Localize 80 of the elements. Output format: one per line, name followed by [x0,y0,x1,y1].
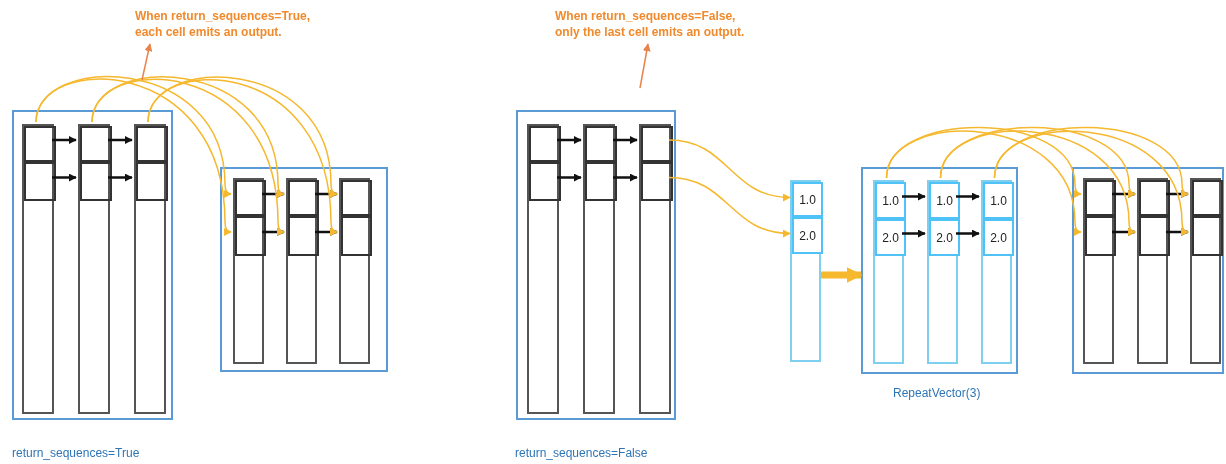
timestep-column [873,180,904,364]
timestep-column [22,124,54,414]
unit-cell [585,162,617,201]
timestep-column [639,124,671,414]
curved-arrow [35,78,232,236]
curved-arrow [91,78,285,236]
timestep-column [233,178,264,364]
timestep-column [78,124,110,414]
unit-cell [235,180,266,216]
arrow [108,136,133,144]
unit-cell [288,216,319,256]
unit-cell [341,180,372,216]
pointer-arrow [639,43,651,89]
timestep-column [286,178,317,364]
arrow [108,173,133,182]
value-cell: 2.0 [929,219,960,256]
value-cell: 2.0 [983,219,1014,256]
unit-cell [24,162,56,201]
timestep-column [583,124,615,414]
unit-cell [288,180,319,216]
unit-cell [1085,216,1116,256]
unit-cell [136,162,168,201]
unit-cell [641,126,673,162]
timestep-column [981,180,1012,364]
value-cell: 2.0 [875,219,906,256]
timestep-column [1083,178,1114,364]
value-cell: 1.0 [792,182,823,217]
value-cell: 1.0 [983,182,1014,219]
unit-cell [80,162,112,201]
value-cell: 2.0 [792,217,823,254]
timestep-column [1190,178,1221,364]
unit-cell [1139,216,1170,256]
unit-cell [529,126,561,162]
layer-box [516,110,676,420]
pointer-arrow [141,43,153,81]
arrow [52,136,77,144]
value-cell: 1.0 [929,182,960,219]
timestep-column [790,180,821,362]
curved-arrow [993,130,1189,236]
unit-cell [1192,216,1223,256]
timestep-column [134,124,166,414]
arrow [557,173,582,182]
unit-cell [80,126,112,162]
layer-box [12,110,173,420]
layer-caption: RepeatVector(3) [893,386,981,400]
arrow [956,229,980,238]
arrow [52,173,77,182]
arrow [613,136,638,144]
curved-arrow [668,176,791,237]
unit-cell [1139,180,1170,216]
layer-box [1072,167,1224,374]
curved-arrow [668,139,791,201]
arrow [613,173,638,182]
unit-cell [341,216,372,256]
unit-cell [235,216,266,256]
setting-label: return_sequences=False [515,446,648,460]
unit-cell [136,126,168,162]
curved-arrow [885,130,1082,236]
timestep-column [339,178,370,364]
layer-box [861,167,1018,374]
arrow [902,192,926,201]
unit-cell [1085,180,1116,216]
arrow [956,192,980,201]
unit-cell [24,126,56,162]
annotation-text: When return_sequences=True, each cell emits an output. [135,8,320,40]
unit-cell [529,162,561,201]
layer-box [220,167,388,372]
timestep-column [927,180,958,364]
unit-cell [585,126,617,162]
arrow [557,136,582,144]
curved-arrow [147,79,338,236]
unit-cell [1192,180,1223,216]
timestep-column [1137,178,1168,364]
timestep-column [527,124,559,414]
annotation-text: When return_sequences=False, only the last cell emits an output. [555,8,755,40]
value-cell: 1.0 [875,182,906,219]
setting-label: return_sequences=True [12,446,140,460]
unit-cell [641,162,673,201]
arrow [902,229,926,238]
curved-arrow [939,130,1136,236]
